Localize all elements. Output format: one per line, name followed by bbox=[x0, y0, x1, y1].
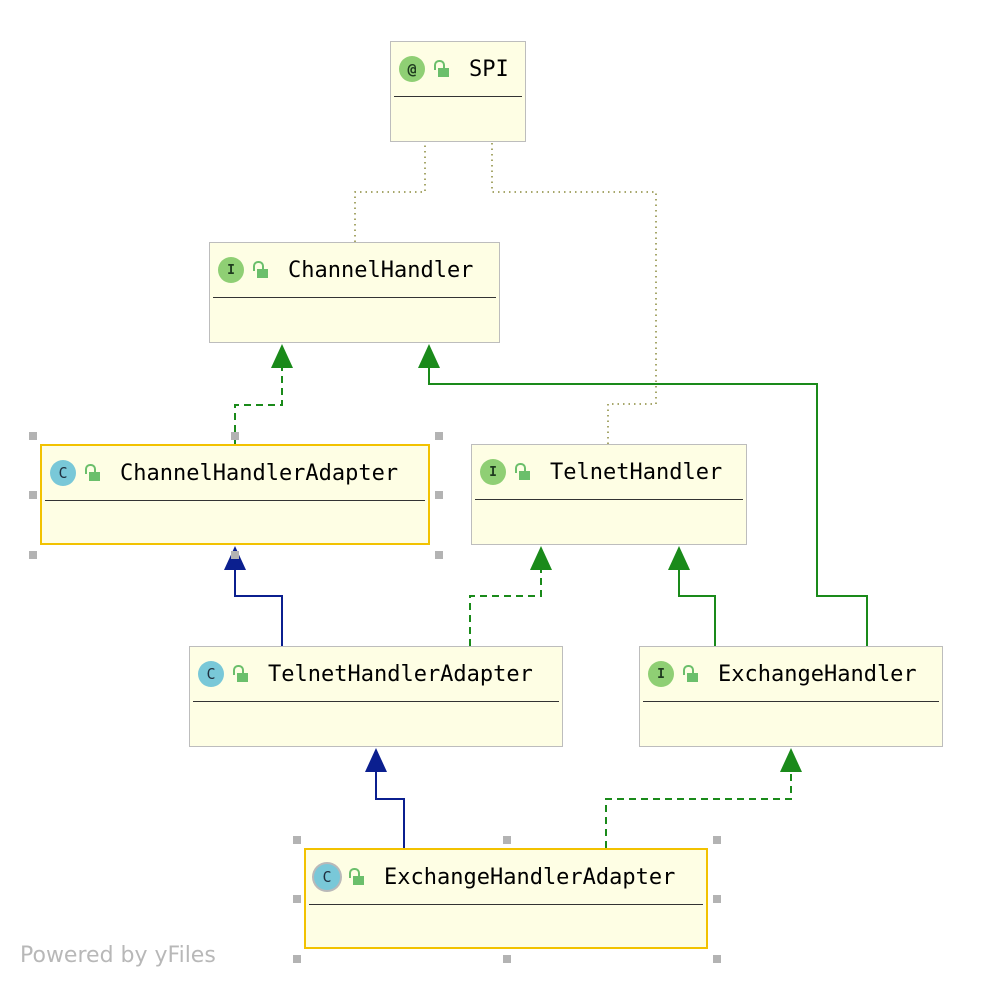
node-header: C ChannelHandlerAdapter bbox=[42, 446, 428, 500]
resize-handle[interactable] bbox=[435, 432, 443, 440]
abstract-class-icon: C bbox=[314, 864, 340, 890]
arrowhead-channel-handler-1 bbox=[271, 344, 293, 368]
node-label: TelnetHandler bbox=[550, 459, 723, 485]
resize-handle[interactable] bbox=[231, 432, 239, 440]
node-divider bbox=[475, 499, 743, 500]
resize-handle[interactable] bbox=[29, 491, 37, 499]
public-lock-icon bbox=[682, 665, 698, 683]
edge-exchange-handler-to-channel-handler bbox=[428, 368, 868, 646]
node-channel-handler[interactable]: I ChannelHandler bbox=[209, 242, 500, 343]
resize-handle[interactable] bbox=[503, 836, 511, 844]
node-telnet-handler-adapter[interactable]: C TelnetHandlerAdapter bbox=[189, 646, 563, 747]
resize-handle[interactable] bbox=[713, 895, 721, 903]
node-divider bbox=[213, 297, 496, 298]
edge-channel-handler-adapter-to-channel-handler bbox=[234, 368, 283, 444]
edge-telnet-handler-to-spi bbox=[491, 142, 657, 444]
interface-icon: I bbox=[648, 661, 674, 687]
resize-handle[interactable] bbox=[503, 955, 511, 963]
edge-channel-handler-to-spi bbox=[354, 142, 426, 242]
interface-icon: I bbox=[480, 459, 506, 485]
resize-handle[interactable] bbox=[231, 551, 239, 559]
node-exchange-handler[interactable]: I ExchangeHandler bbox=[639, 646, 943, 747]
node-label: ChannelHandlerAdapter bbox=[120, 460, 399, 486]
node-divider bbox=[643, 701, 939, 702]
node-header: I ChannelHandler bbox=[210, 243, 499, 297]
arrowhead-telnet-handler-2 bbox=[668, 546, 690, 570]
class-icon: C bbox=[198, 661, 224, 687]
resize-handle[interactable] bbox=[435, 491, 443, 499]
resize-handle[interactable] bbox=[293, 955, 301, 963]
node-divider bbox=[193, 701, 559, 702]
node-header: I TelnetHandler bbox=[472, 445, 746, 499]
edge-exchange-handler-to-telnet-handler bbox=[678, 570, 716, 646]
resize-handle[interactable] bbox=[713, 836, 721, 844]
edge-exchange-handler-adapter-to-telnet-handler-adapter bbox=[375, 772, 405, 848]
node-label: ExchangeHandlerAdapter bbox=[384, 864, 676, 890]
node-telnet-handler[interactable]: I TelnetHandler bbox=[471, 444, 747, 545]
resize-handle[interactable] bbox=[293, 895, 301, 903]
node-divider bbox=[394, 96, 522, 97]
edge-telnet-handler-adapter-to-channel-handler-adapter bbox=[234, 570, 283, 646]
node-divider bbox=[309, 904, 703, 905]
resize-handle[interactable] bbox=[713, 955, 721, 963]
resize-handle[interactable] bbox=[29, 551, 37, 559]
arrowhead-telnet-handler-adapter bbox=[365, 748, 387, 772]
node-header: C ExchangeHandlerAdapter bbox=[306, 850, 706, 904]
node-exchange-handler-adapter[interactable]: C ExchangeHandlerAdapter bbox=[304, 848, 708, 949]
node-label: ExchangeHandler bbox=[718, 661, 917, 687]
node-label: ChannelHandler bbox=[288, 257, 474, 283]
node-label: SPI bbox=[469, 56, 509, 82]
edge-exchange-handler-adapter-to-exchange-handler bbox=[605, 772, 792, 848]
interface-icon: I bbox=[218, 257, 244, 283]
node-spi[interactable]: @ SPI bbox=[390, 41, 526, 142]
node-header: C TelnetHandlerAdapter bbox=[190, 647, 562, 701]
powered-by-watermark: Powered by yFiles bbox=[20, 943, 216, 968]
resize-handle[interactable] bbox=[29, 432, 37, 440]
annotation-icon: @ bbox=[399, 56, 425, 82]
edge-telnet-handler-adapter-to-telnet-handler bbox=[469, 570, 542, 646]
arrowhead-channel-handler-2 bbox=[418, 344, 440, 368]
public-lock-icon bbox=[348, 868, 364, 886]
node-channel-handler-adapter[interactable]: C ChannelHandlerAdapter bbox=[40, 444, 430, 545]
public-lock-icon bbox=[514, 463, 530, 481]
public-lock-icon bbox=[252, 261, 268, 279]
node-header: I ExchangeHandler bbox=[640, 647, 942, 701]
arrowhead-telnet-handler-1 bbox=[530, 546, 552, 570]
public-lock-icon bbox=[433, 60, 449, 78]
arrowhead-exchange-handler bbox=[780, 748, 802, 772]
node-label: TelnetHandlerAdapter bbox=[268, 661, 533, 687]
class-icon: C bbox=[50, 460, 76, 486]
public-lock-icon bbox=[84, 464, 100, 482]
resize-handle[interactable] bbox=[293, 836, 301, 844]
public-lock-icon bbox=[232, 665, 248, 683]
node-header: @ SPI bbox=[391, 42, 525, 96]
node-divider bbox=[45, 500, 425, 501]
resize-handle[interactable] bbox=[435, 551, 443, 559]
